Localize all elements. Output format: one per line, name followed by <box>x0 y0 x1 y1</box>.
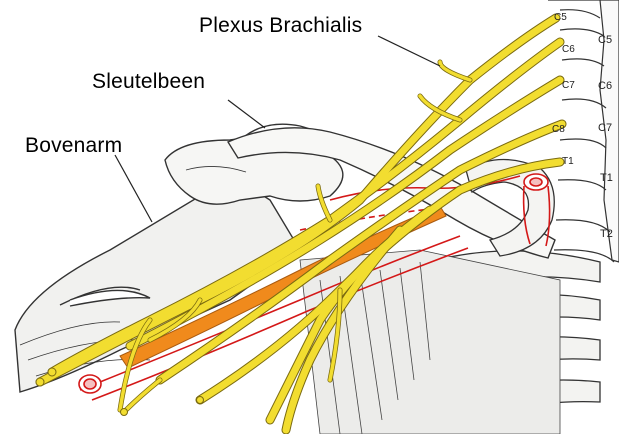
root-label-c8: C8 <box>552 124 565 135</box>
vertebra-label-c6: C6 <box>598 80 612 92</box>
plexus-brachialis-label: Plexus Brachialis <box>199 14 362 38</box>
vertebra-label-c5: C5 <box>598 34 612 46</box>
root-label-c5: C5 <box>554 12 567 23</box>
upper-arm-label: Bovenarm <box>25 134 122 158</box>
pectoral-muscle <box>300 250 560 434</box>
root-label-c6: C6 <box>562 44 575 55</box>
root-label-t1: T1 <box>562 156 574 167</box>
clavicle-label: Sleutelbeen <box>92 70 205 94</box>
vertebra-label-c7: C7 <box>598 122 612 134</box>
root-label-c7: C7 <box>562 80 575 91</box>
vertebra-label-t1: T1 <box>600 172 613 184</box>
vertebra-label-t2: T2 <box>600 228 613 240</box>
